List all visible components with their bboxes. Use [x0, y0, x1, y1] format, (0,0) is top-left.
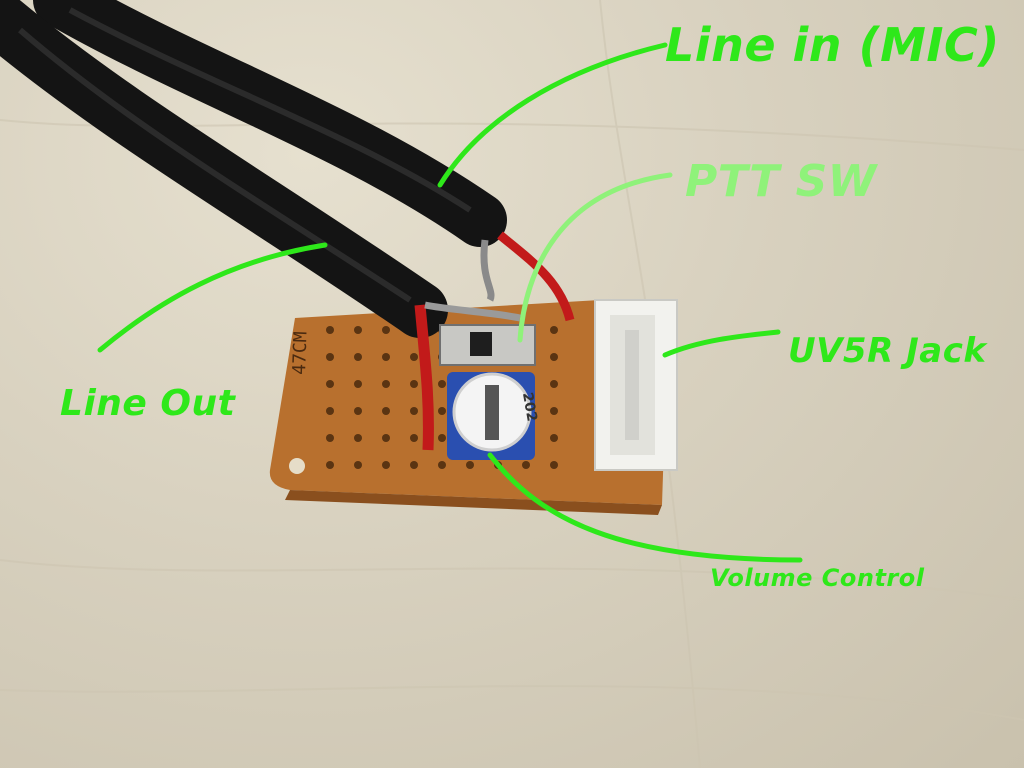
perfboard-hole — [382, 434, 390, 442]
perfboard-hole — [354, 434, 362, 442]
perfboard-hole — [354, 353, 362, 361]
uv5r-connector — [594, 299, 678, 471]
label-ptt-switch: PTT SW — [685, 156, 877, 207]
label-line-out: Line Out — [60, 383, 236, 424]
perfboard-hole — [382, 461, 390, 469]
wires — [414, 231, 575, 451]
perfboard-hole — [466, 461, 474, 469]
perfboard-hole — [438, 380, 446, 388]
perfboard-hole — [382, 407, 390, 415]
perfboard-hole — [550, 461, 558, 469]
perfboard-hole — [354, 326, 362, 334]
slide-switch — [439, 324, 536, 366]
leader-line-out — [97, 242, 328, 353]
perfboard-hole — [438, 461, 446, 469]
board-silkscreen: 47CM — [289, 331, 312, 375]
perfboard-hole — [326, 326, 334, 334]
perfboard-hole — [326, 380, 334, 388]
label-uv5r-jack: UV5R Jack — [788, 331, 987, 371]
perfboard-hole — [326, 434, 334, 442]
trimmer-marking: 202 — [519, 391, 540, 423]
perfboard-hole — [410, 353, 418, 361]
perfboard-hole — [382, 353, 390, 361]
perfboard-hole — [550, 380, 558, 388]
leader-uv5r — [662, 329, 781, 358]
perfboard-hole — [550, 326, 558, 334]
label-volume-control: Volume Control — [710, 564, 925, 592]
perfboard-hole — [382, 380, 390, 388]
leader-volume — [487, 452, 803, 563]
perfboard-hole — [354, 380, 362, 388]
perfboard-hole — [410, 407, 418, 415]
perfboard-hole — [438, 407, 446, 415]
perfboard-hole — [550, 353, 558, 361]
annotation-lines — [97, 42, 803, 563]
trimmer-potentiometer: 202 — [447, 372, 540, 460]
perfboard-hole — [326, 353, 334, 361]
perfboard-hole — [550, 434, 558, 442]
perfboard-hole — [550, 407, 558, 415]
perfboard-hole — [326, 461, 334, 469]
leader-line-in — [437, 42, 668, 188]
perfboard-hole — [438, 434, 446, 442]
perfboard-hole — [354, 407, 362, 415]
perfboard-hole — [410, 461, 418, 469]
perfboard-hole — [382, 326, 390, 334]
perfboard-hole — [354, 461, 362, 469]
mounting-hole — [289, 458, 305, 474]
perfboard-hole — [410, 434, 418, 442]
label-line-in: Line in (MIC) — [665, 18, 1000, 72]
cable-line-out — [0, 0, 448, 338]
perfboard-hole — [522, 461, 530, 469]
perfboard-hole — [410, 380, 418, 388]
leader-ptt — [517, 172, 673, 343]
perfboard-hole — [326, 407, 334, 415]
cable-line-in — [33, 0, 507, 247]
